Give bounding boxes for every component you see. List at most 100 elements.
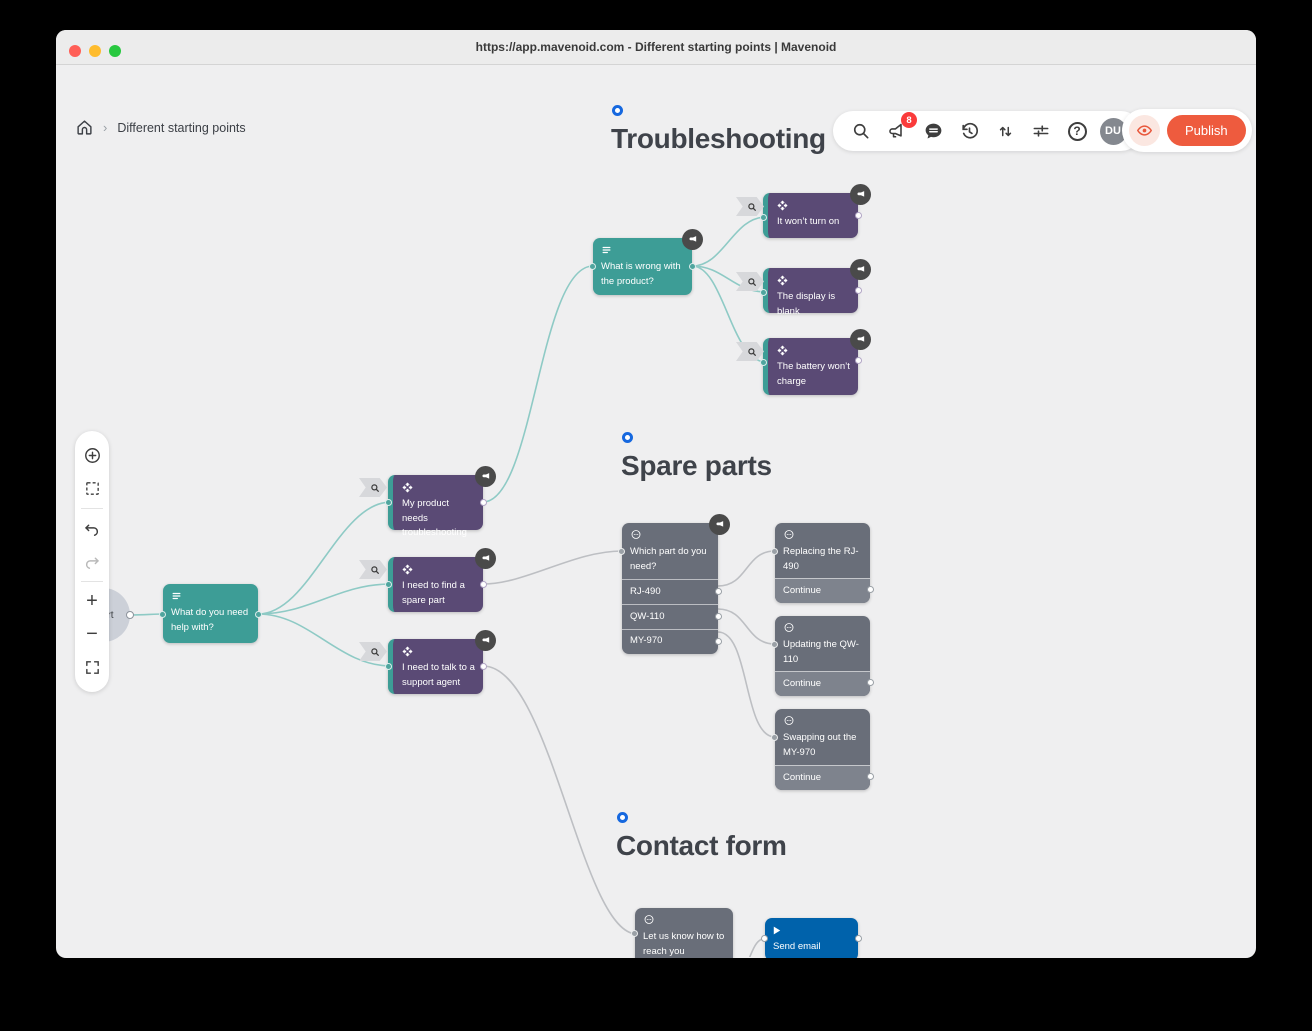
search-flag[interactable] [736,197,764,216]
option-row-my970[interactable]: MY-970 [622,628,722,654]
start-output-port[interactable] [126,611,134,619]
input-port[interactable] [761,935,768,942]
select-area-button[interactable] [75,472,109,505]
search-flag[interactable] [359,478,387,497]
node-swapping-my970[interactable]: Swapping out the MY-970 Continue [771,709,874,790]
search-flag[interactable] [359,560,387,579]
announcement-badge[interactable] [709,514,730,535]
continue-button[interactable]: Continue [775,578,874,603]
zoom-out-button[interactable]: − [86,623,98,645]
settings-button[interactable] [1025,115,1057,147]
input-port[interactable] [618,548,625,555]
node-text: I need to find a spare part [402,580,465,606]
add-node-button[interactable] [75,439,109,472]
maximize-window-button[interactable] [109,45,121,57]
move-symptom-icon [777,199,850,211]
publish-button[interactable]: Publish [1167,115,1246,146]
input-port[interactable] [159,611,166,618]
node-battery-wont-charge[interactable]: The battery won’t charge [760,338,862,395]
announcement-badge[interactable] [850,184,871,205]
announcement-badge[interactable] [850,329,871,350]
announcement-badge[interactable] [850,259,871,280]
output-port[interactable] [715,637,722,645]
comments-button[interactable] [917,115,949,147]
output-port[interactable] [715,613,722,621]
history-button[interactable] [953,115,985,147]
input-port[interactable] [771,548,778,555]
input-port[interactable] [385,581,392,588]
search-flag[interactable] [736,342,764,361]
close-window-button[interactable] [69,45,81,57]
output-port[interactable] [689,263,696,270]
announcement-badge[interactable] [475,466,496,487]
node-which-part-do-you-need[interactable]: Which part do you need? RJ-490 QW-110 MY… [618,523,722,654]
node-i-need-to-talk-to-support-agent[interactable]: I need to talk to a support agent [385,639,487,694]
undo-button[interactable] [75,512,109,545]
help-button[interactable]: ? [1061,115,1093,147]
announcements-button[interactable]: 8 [881,112,917,147]
section-marker-contact-form[interactable] [617,812,628,823]
node-what-is-wrong[interactable]: What is wrong with the product? [589,238,696,295]
zoom-in-button[interactable]: + [86,590,98,612]
section-title-spare-parts: Spare parts [621,450,772,481]
eye-icon [1136,125,1153,136]
minimize-window-button[interactable] [89,45,101,57]
node-i-need-to-find-spare-part[interactable]: I need to find a spare part [385,557,487,612]
node-replacing-rj490[interactable]: Replacing the RJ-490 Continue [771,523,874,603]
option-row-qw110[interactable]: QW-110 [622,604,722,629]
redo-button[interactable] [75,545,109,578]
node-updating-qw110[interactable]: Updating the QW-110 Continue [771,616,874,696]
output-port[interactable] [715,588,722,596]
input-port[interactable] [385,663,392,670]
search-flag[interactable] [359,642,387,661]
announcement-badge[interactable] [475,548,496,569]
output-port[interactable] [855,212,862,219]
preview-button[interactable] [1129,115,1160,146]
node-what-do-you-need-help-with[interactable]: What do you need help with? [159,584,262,643]
input-port[interactable] [760,359,767,366]
input-port[interactable] [589,263,596,270]
input-port[interactable] [760,289,767,296]
continue-button[interactable]: Continue [775,671,874,696]
search-button[interactable] [845,115,877,147]
announcement-badge[interactable] [475,630,496,651]
notification-badge: 8 [901,112,917,128]
node-it-wont-turn-on[interactable]: It won’t turn on [760,193,862,238]
input-port[interactable] [760,214,767,221]
continue-button[interactable]: Continue [775,765,874,790]
help-icon: ? [1067,121,1087,141]
node-let-us-know-how-to-reach-you[interactable]: Let us know how to reach you Continue [631,908,733,958]
announcement-badge[interactable] [682,229,703,250]
output-port[interactable] [855,357,862,364]
output-port[interactable] [867,679,874,686]
sort-button[interactable] [989,115,1021,147]
search-flag[interactable] [736,272,764,291]
output-port[interactable] [255,611,262,618]
section-title-troubleshooting: Troubleshooting [611,123,826,154]
output-port[interactable] [855,287,862,294]
input-port[interactable] [771,641,778,648]
output-port[interactable] [867,586,874,593]
output-port[interactable] [480,581,487,588]
output-port[interactable] [480,499,487,506]
node-display-is-blank[interactable]: The display is blank [760,268,862,317]
home-icon[interactable] [76,119,93,136]
output-port[interactable] [855,935,862,942]
breadcrumb-page-name[interactable]: Different starting points [117,120,246,135]
node-my-product-needs-troubleshooting[interactable]: My product needs troubleshooting [385,475,487,538]
canvas-tool-rail: + − [75,431,109,692]
input-port[interactable] [631,930,638,937]
chat-dots-icon [783,622,862,634]
magnifier-icon [748,202,756,211]
section-title-contact-form: Contact form [616,830,787,861]
section-marker-troubleshooting[interactable] [612,105,623,116]
section-marker-spare-parts[interactable] [622,432,633,443]
option-row-rj490[interactable]: RJ-490 [622,579,722,604]
output-port[interactable] [480,663,487,670]
input-port[interactable] [771,734,778,741]
breadcrumb: › Different starting points [76,119,246,136]
output-port[interactable] [867,773,874,780]
fit-view-button[interactable] [75,651,109,684]
node-send-email[interactable]: Send email [761,918,862,958]
input-port[interactable] [385,499,392,506]
